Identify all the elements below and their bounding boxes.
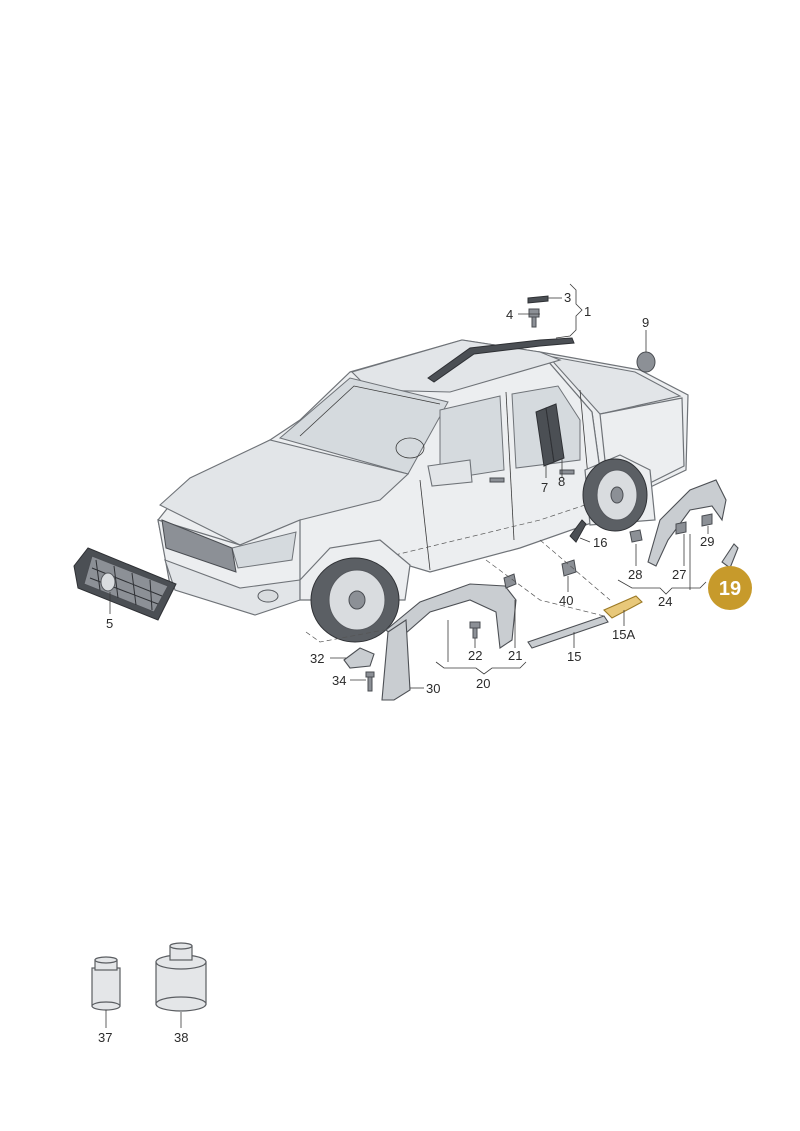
grille-part — [73, 547, 177, 621]
label-40: 40 — [559, 593, 573, 608]
label-27: 27 — [672, 567, 686, 582]
label-1: 1 — [584, 304, 591, 319]
mudflap-19-part — [721, 543, 739, 569]
label-29: 29 — [700, 534, 714, 549]
leader-lines — [105, 283, 729, 1028]
pillar-trim-8-part — [545, 403, 565, 463]
paint-can-37-part — [91, 956, 121, 1011]
paint-can-38-part — [155, 942, 207, 1012]
label-9: 9 — [642, 315, 649, 330]
trim-16-part — [569, 519, 587, 543]
mudflap-30-part — [381, 619, 411, 701]
label-4: 4 — [506, 307, 513, 322]
label-15a: 15A — [612, 627, 635, 642]
rear-wheel-arch-24-part — [647, 479, 727, 567]
clip-29-part — [701, 513, 713, 527]
label-22: 22 — [468, 648, 482, 663]
bracket-32-part — [343, 647, 375, 669]
label-28: 28 — [628, 567, 642, 582]
highlight-badge-label: 19 — [719, 578, 741, 600]
sill-strip-15-part — [527, 615, 609, 649]
bolt-4-part — [528, 308, 540, 328]
label-16: 16 — [593, 535, 607, 550]
roof-rail-clip-part — [527, 295, 549, 304]
label-21: 21 — [508, 648, 522, 663]
pickup-truck-illustration — [157, 337, 689, 643]
fuel-cap-part — [636, 351, 656, 373]
screw-34-part — [365, 671, 375, 692]
label-20: 20 — [476, 676, 490, 691]
label-8: 8 — [558, 474, 565, 489]
clip-28-part — [629, 529, 643, 543]
sill-end-15a-part — [603, 595, 643, 619]
label-5: 5 — [106, 616, 113, 631]
screw-27-part — [675, 521, 687, 535]
label-24: 24 — [658, 594, 672, 609]
label-30: 30 — [426, 681, 440, 696]
label-37: 37 — [98, 1030, 112, 1045]
screw-22-part — [469, 621, 481, 639]
front-wheel-arch-20-part — [385, 583, 517, 649]
label-15: 15 — [567, 649, 581, 664]
label-7: 7 — [541, 480, 548, 495]
label-32: 32 — [310, 651, 324, 666]
highlight-badge-circle — [708, 566, 752, 610]
highlight-callout-19[interactable]: 19 — [708, 566, 752, 610]
label-38: 38 — [174, 1030, 188, 1045]
clip-21-part — [503, 573, 517, 589]
part-number-labels: 3 1 4 9 7 8 5 16 40 15 15A 22 21 20 30 3… — [98, 290, 714, 1045]
label-34: 34 — [332, 673, 346, 688]
label-3: 3 — [564, 290, 571, 305]
clip-40-part — [561, 559, 577, 577]
